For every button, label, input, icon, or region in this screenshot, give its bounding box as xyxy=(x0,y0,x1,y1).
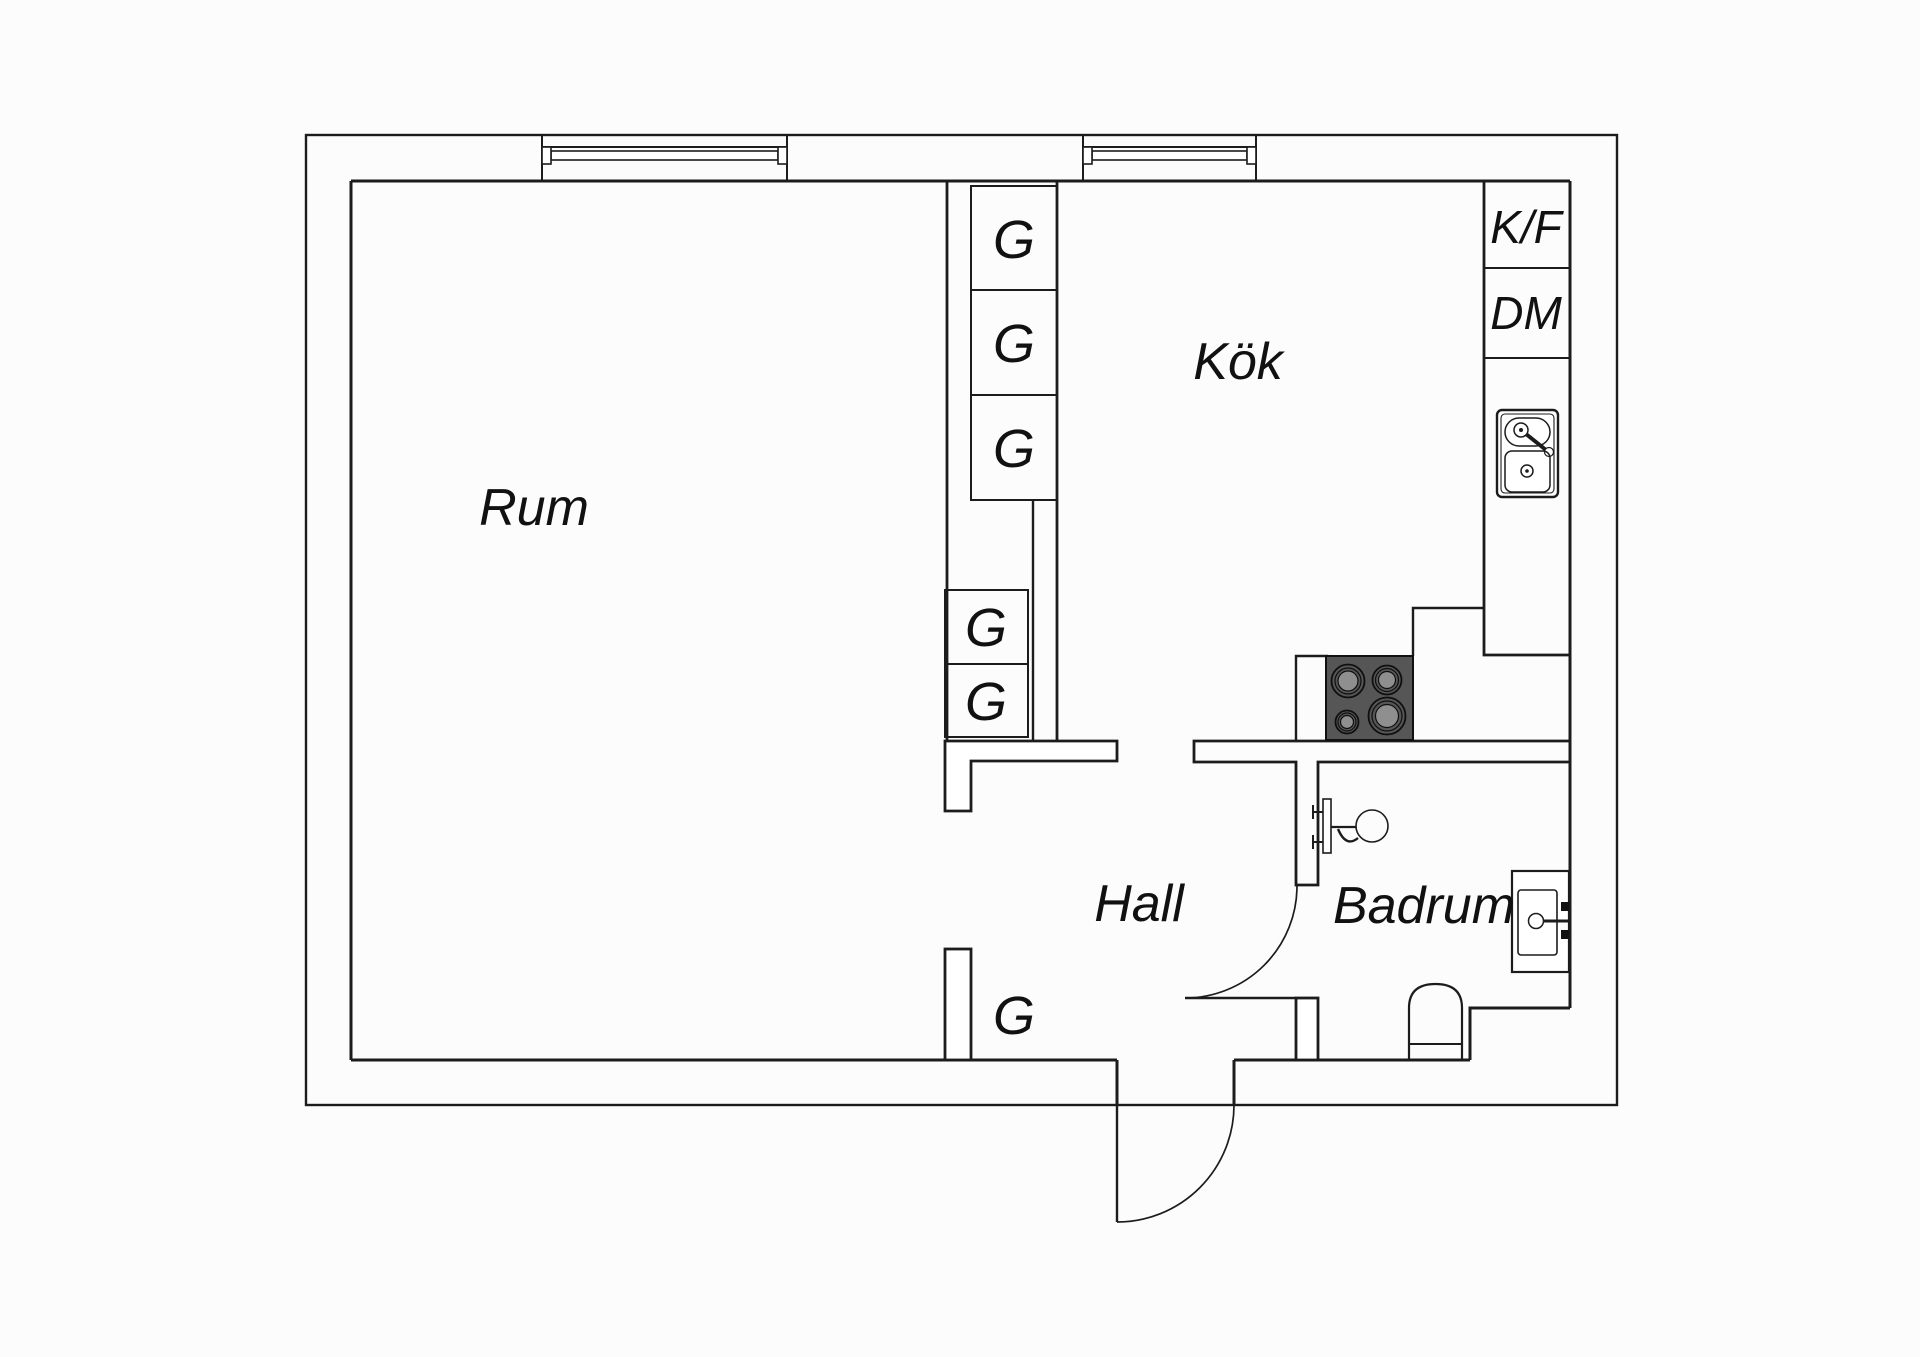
room-label-rum: Rum xyxy=(479,479,589,537)
sink-faucet-icon xyxy=(1513,422,1529,438)
appliance-label-dishwasher: DM xyxy=(1490,287,1562,339)
kitchen-bathroom-walls xyxy=(1192,739,1570,1062)
bathroom-faucet-knob xyxy=(1527,912,1545,930)
sink-drain-dot xyxy=(1525,469,1529,473)
closet-bottom-wall xyxy=(943,739,1119,813)
shower-mixer-handle xyxy=(1312,835,1323,849)
shower-mixer-handle xyxy=(1312,805,1323,819)
window-end-cap xyxy=(1082,146,1093,165)
closet-box xyxy=(944,663,1029,738)
bathroom-door-stub-wall xyxy=(1294,996,1320,1062)
stove xyxy=(1325,655,1414,741)
burner xyxy=(1330,663,1366,699)
shower-mixer xyxy=(1312,798,1389,854)
window-end-cap xyxy=(1246,146,1257,165)
window-end-cap xyxy=(777,146,788,165)
bathroom-sink xyxy=(1510,869,1571,974)
closet-column xyxy=(943,181,1119,1062)
counter-edge xyxy=(1482,181,1570,657)
shower-knob-icon xyxy=(1355,809,1389,843)
sink-lower-basin xyxy=(1504,450,1551,493)
burner xyxy=(1371,664,1403,696)
counter-return-edge xyxy=(1411,606,1484,656)
window-glass xyxy=(550,150,779,161)
sink-faucet-dot xyxy=(1519,428,1523,432)
closet-label: G xyxy=(993,314,1035,374)
closet-label: G xyxy=(965,672,1007,732)
stove-body xyxy=(1325,655,1414,741)
closet-box xyxy=(970,394,1058,501)
closet-label: G xyxy=(965,598,1007,658)
toilet-bowl xyxy=(1407,982,1464,1060)
sink-faucet-handle xyxy=(1524,432,1548,452)
kitchen-counter xyxy=(1294,181,1570,741)
window-kok xyxy=(1082,135,1257,181)
outer-wall xyxy=(304,133,1619,1107)
room-label-badrum: Badrum xyxy=(1333,877,1515,935)
sink-drain-icon xyxy=(1520,464,1534,478)
closet-label: G xyxy=(993,419,1035,479)
burner xyxy=(1367,696,1407,736)
bathroom-door-swing-arc xyxy=(1184,885,1298,999)
burner xyxy=(1334,709,1360,735)
wall-bottom-step xyxy=(1468,1006,1570,1060)
kitchen-sink xyxy=(1495,408,1560,499)
sink-inner-frame xyxy=(1500,413,1555,494)
closet-label: G xyxy=(993,986,1035,1046)
shower-mixer-lever xyxy=(1336,828,1359,843)
sink-upper-basin xyxy=(1504,417,1551,447)
toilet xyxy=(1407,982,1464,1060)
room-label-kok: Kök xyxy=(1193,333,1286,391)
bathroom-faucet-mount xyxy=(1561,902,1569,911)
window-rum xyxy=(541,135,788,181)
bathroom-door xyxy=(1184,885,1298,1000)
appliance-label-fridge-freezer: K/F xyxy=(1490,201,1564,253)
rum-doorway-stub-wall xyxy=(943,947,973,1062)
labels: Rum Kök Hall Badrum K/F DM G G G G G G xyxy=(479,201,1565,1046)
entrance-door xyxy=(1115,1060,1235,1223)
window-end-cap xyxy=(541,146,552,165)
room-label-hall: Hall xyxy=(1094,875,1185,933)
closet-label: G xyxy=(993,210,1035,270)
kitchen-bottom-wall xyxy=(1192,739,1570,887)
counter-segment-left-of-stove xyxy=(1294,654,1329,741)
bathroom-faucet-mount xyxy=(1561,930,1569,939)
entrance-door-swing-arc xyxy=(1116,1104,1235,1223)
sink-faucet-handle-end xyxy=(1543,446,1555,458)
sink-outer xyxy=(1495,408,1560,499)
shower-mixer-plate xyxy=(1322,798,1332,854)
window-glass xyxy=(1091,150,1248,161)
